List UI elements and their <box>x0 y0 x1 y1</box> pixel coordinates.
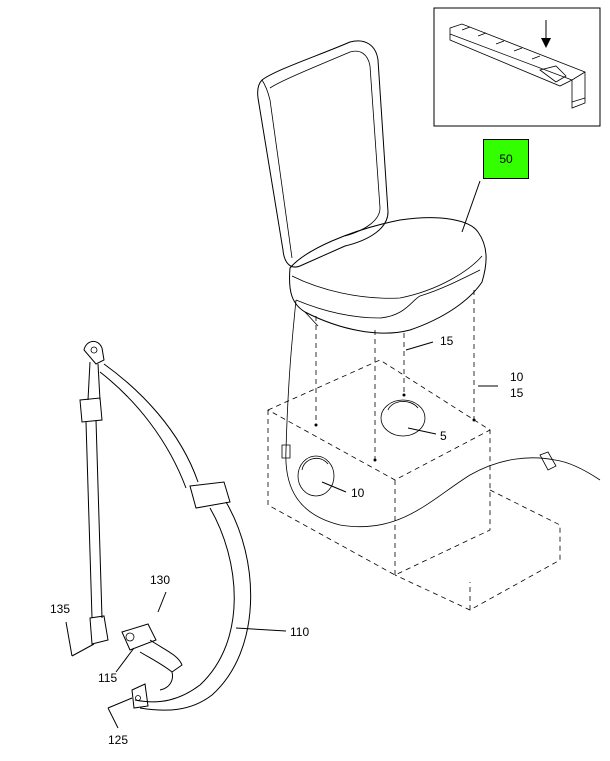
arrow-down-icon <box>541 20 551 48</box>
callout-10-riser: 10 <box>510 370 524 384</box>
seat-cushion <box>289 217 487 334</box>
callout-135: 135 <box>50 602 70 616</box>
callout-50: 50 <box>499 152 513 166</box>
callout-50-highlight[interactable]: 50 <box>483 139 529 179</box>
seat-riser <box>267 359 561 611</box>
callout-15-riser: 15 <box>510 386 524 400</box>
callout-115: 115 <box>98 671 117 685</box>
callout-15-seat: 15 <box>440 334 454 348</box>
seat-belt <box>79 341 252 711</box>
callout-5: 5 <box>440 429 447 443</box>
detail-inset <box>433 7 601 127</box>
seat-back <box>257 40 389 268</box>
seat-track-rail-icon <box>449 23 586 109</box>
mount-lines <box>315 290 475 460</box>
callout-110: 110 <box>290 625 309 639</box>
callout-130: 130 <box>150 573 170 587</box>
callout-125: 125 <box>108 733 128 747</box>
callout-10-hole: 10 <box>351 486 365 500</box>
leader-lines <box>65 180 498 729</box>
cable <box>285 299 556 528</box>
